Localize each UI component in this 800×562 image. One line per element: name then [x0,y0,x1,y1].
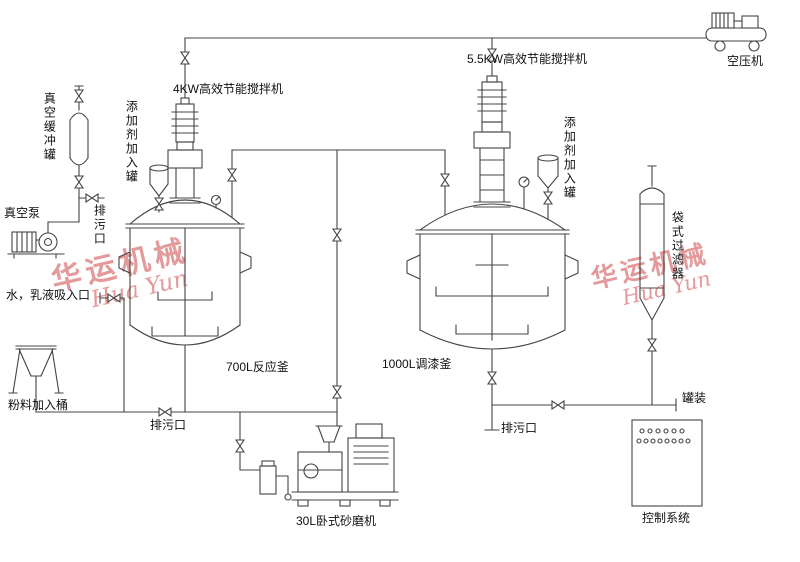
valves [74,48,657,453]
valve-icon [551,400,565,410]
kettle-drain-label: 排污口 [501,421,538,435]
mixer-right-label: 5.5KW高效节能搅拌机 [467,52,588,66]
reactor-vessel [118,199,252,346]
additive-right-label: 添加剂加入罐 [562,116,577,200]
valve-icon [158,407,172,417]
valve-icon [85,193,99,203]
air-compressor-label: 空压机 [727,54,764,68]
control-panel-box [631,419,703,507]
valve-icon [107,293,121,303]
water-inlet-label: 水，乳液吸入口 [6,288,91,302]
vacuum-pump-machine [7,231,65,259]
additive-tank-left-vessel [149,164,169,213]
valve-icon [487,371,497,385]
mill-feed-pump [259,460,292,501]
valve-icon [74,175,84,189]
reactor-drain-label: 排污口 [150,418,187,432]
vacuum-pump-label: 真空泵 [4,206,41,220]
air-compressor-machine [705,12,767,52]
sand-mill-label: 30L卧式砂磨机 [296,514,377,528]
reactor-agitator-motor [167,97,203,204]
filling-label: 罐装 [682,391,707,405]
valve-icon [647,338,657,352]
vacuum-buffer-tank-vessel [69,112,89,166]
pipe-network [35,37,707,471]
vacuum-drain-label: 排污口 [92,204,107,246]
additive-left-label: 添加剂加入罐 [124,100,139,184]
powder-barrel-label: 粉料加入桶 [8,398,69,412]
valve-icon [235,439,245,453]
valve-icon [440,173,450,187]
reactor-label: 700L反应釜 [226,360,289,374]
mixer-left-label: 4KW高效节能搅拌机 [173,82,284,96]
paint-kettle-label: 1000L调漆釜 [382,357,452,371]
valve-icon [74,89,84,103]
additive-tank-right-vessel [537,154,559,220]
kettle-pressure-gauge-icon [518,176,530,210]
vacuum-buffer-tank-label: 真空缓冲罐 [42,92,57,162]
valve-icon [227,168,237,182]
reactor-pressure-gauge-icon [210,194,222,209]
valve-icon [180,51,190,65]
valve-icon [332,385,342,399]
sand-mill-machine [291,423,399,507]
powder-hopper [8,345,64,394]
valve-icon [332,228,342,242]
paint-kettle-vessel [406,203,579,350]
valve-icon [543,191,553,205]
kettle-agitator-motor [473,75,511,208]
bag-filter-label: 袋式过滤器 [670,211,685,281]
bag-filter-vessel [639,187,665,321]
control-system-label: 控制系统 [642,511,691,525]
